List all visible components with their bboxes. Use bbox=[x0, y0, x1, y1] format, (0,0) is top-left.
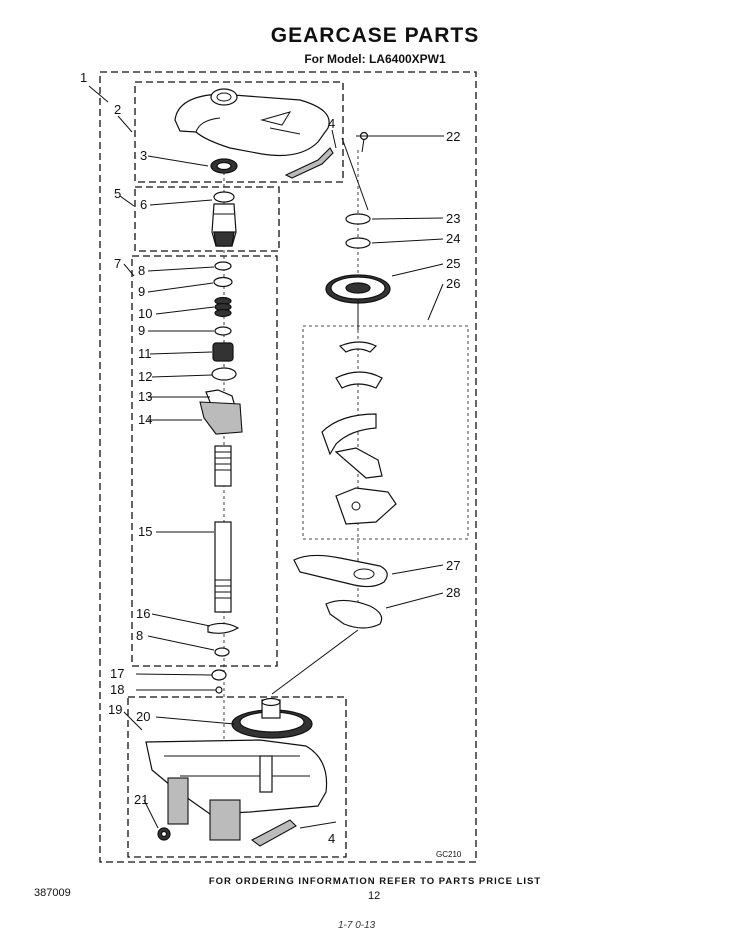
page-title: GEARCASE PARTS bbox=[270, 24, 480, 47]
washer-9b bbox=[214, 326, 232, 336]
callout-26: 26 bbox=[446, 276, 460, 291]
callout-1: 1 bbox=[80, 70, 87, 85]
callout-9a: 9 bbox=[138, 284, 145, 299]
callout-3: 3 bbox=[140, 148, 147, 163]
gear-link-27 bbox=[293, 554, 388, 588]
callout-16: 16 bbox=[136, 606, 150, 621]
assembly-frame bbox=[99, 71, 477, 863]
callout-8a: 8 bbox=[138, 263, 145, 278]
clip-8b bbox=[214, 647, 230, 657]
callout-23: 23 bbox=[446, 211, 460, 226]
callout-4-bottom: 4 bbox=[328, 831, 335, 846]
shaft-15 bbox=[214, 521, 232, 613]
callout-25: 25 bbox=[446, 256, 460, 271]
pinion-box bbox=[134, 186, 280, 252]
callout-9b: 9 bbox=[138, 323, 145, 338]
shifter-lever bbox=[334, 447, 383, 479]
handwritten-note: 1-7 0-13 bbox=[338, 920, 376, 931]
gear-20 bbox=[231, 697, 313, 739]
callout-12: 12 bbox=[138, 369, 152, 384]
callout-10: 10 bbox=[138, 306, 152, 321]
grease-tube-top bbox=[284, 147, 334, 179]
shifter-fork bbox=[321, 413, 377, 456]
pinion-washer-6 bbox=[213, 191, 235, 203]
shifter-14 bbox=[199, 401, 243, 435]
callout-17: 17 bbox=[110, 666, 124, 681]
model-subtitle: For Model: LA6400XPW1 bbox=[304, 52, 446, 66]
callout-2: 2 bbox=[114, 102, 121, 117]
grease-tube-bottom bbox=[250, 819, 297, 847]
callout-28: 28 bbox=[446, 585, 460, 600]
washer-9a bbox=[213, 276, 233, 288]
case-box bbox=[127, 696, 347, 858]
cover-box bbox=[134, 81, 344, 183]
diagram-code: GC210 bbox=[436, 850, 462, 859]
document-number: 387009 bbox=[34, 887, 71, 899]
callout-4-top: 4 bbox=[328, 116, 335, 131]
washer-16 bbox=[207, 622, 240, 634]
callout-20: 20 bbox=[136, 709, 150, 724]
callout-18: 18 bbox=[110, 682, 124, 697]
callout-6: 6 bbox=[140, 197, 147, 212]
shifter-box bbox=[302, 325, 469, 540]
clip-28 bbox=[325, 599, 383, 629]
page-number: 12 bbox=[368, 890, 381, 902]
washer-23 bbox=[345, 213, 371, 225]
callout-14: 14 bbox=[138, 412, 152, 427]
callout-27: 27 bbox=[446, 558, 460, 573]
callout-11: 11 bbox=[138, 346, 152, 361]
callout-24: 24 bbox=[446, 231, 460, 246]
drive-gear-25 bbox=[325, 274, 391, 304]
shifter-plate bbox=[335, 487, 397, 525]
washer-24 bbox=[345, 237, 371, 249]
clip-8a bbox=[214, 261, 232, 271]
callout-19: 19 bbox=[108, 702, 122, 717]
callout-5: 5 bbox=[114, 186, 121, 201]
callout-15: 15 bbox=[138, 524, 152, 539]
callout-8b: 8 bbox=[136, 628, 143, 643]
shaft-upper bbox=[214, 445, 232, 487]
callout-13: 13 bbox=[138, 389, 152, 404]
seal-17 bbox=[211, 669, 227, 681]
ball-18 bbox=[215, 686, 223, 694]
ring-12 bbox=[211, 367, 237, 381]
callout-22: 22 bbox=[446, 129, 460, 144]
shifter-ring-b bbox=[335, 371, 383, 389]
callout-21: 21 bbox=[134, 792, 148, 807]
shaft-box bbox=[131, 255, 278, 667]
callout-7: 7 bbox=[114, 256, 121, 271]
spring-10 bbox=[214, 296, 232, 318]
shifter-ring-a bbox=[338, 341, 378, 353]
ordering-note: FOR ORDERING INFORMATION REFER TO PARTS … bbox=[208, 876, 542, 887]
bushing-11 bbox=[212, 342, 234, 362]
gearcase-cover bbox=[174, 93, 330, 157]
